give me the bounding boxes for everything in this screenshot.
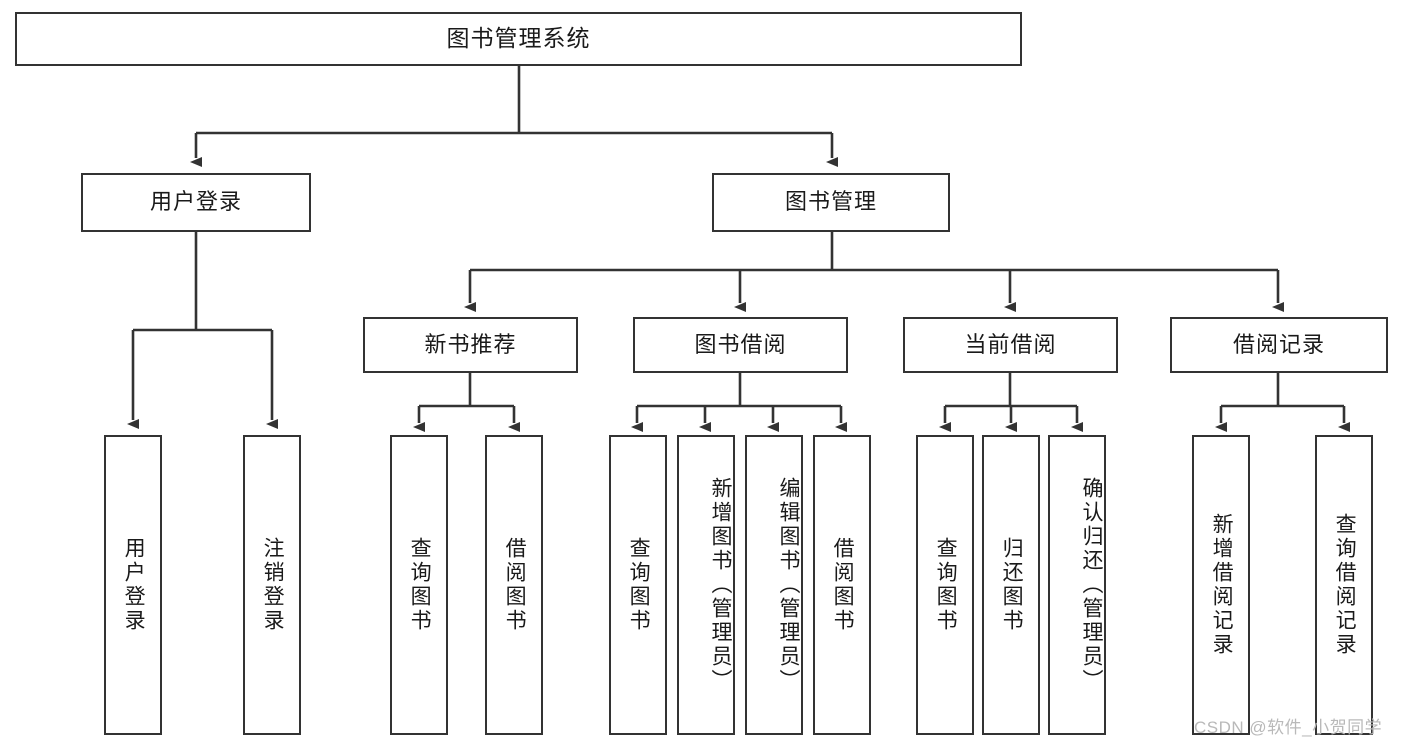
node-new-book-recommend[interactable]: 新书推荐: [363, 317, 578, 373]
node-current-borrow[interactable]: 当前借阅: [903, 317, 1118, 373]
node-label: 借阅图书: [503, 537, 527, 633]
leaf-query-borrow-record[interactable]: 查询借阅记录: [1315, 435, 1373, 735]
node-label: 归还图书: [1000, 537, 1024, 633]
node-label: 图书借阅: [694, 331, 787, 357]
csdn-watermark: CSDN @软件_小贺同学: [1194, 718, 1383, 737]
node-borrow-record[interactable]: 借阅记录: [1170, 317, 1388, 373]
leaf-user-login[interactable]: 用户登录: [104, 435, 162, 735]
leaf-logout[interactable]: 注销登录: [243, 435, 301, 735]
leaf-return-book[interactable]: 归还图书: [982, 435, 1040, 735]
node-label: 查询图书: [627, 537, 651, 633]
leaf-borrow-book[interactable]: 借阅图书: [813, 435, 871, 735]
node-label: 新书推荐: [424, 331, 517, 357]
leaf-query-book-borrow[interactable]: 查询图书: [609, 435, 667, 735]
node-label: 借阅记录: [1232, 331, 1325, 357]
node-label: 借阅图书: [831, 537, 855, 633]
node-root-system[interactable]: 图书管理系统: [15, 12, 1022, 66]
leaf-confirm-return-admin[interactable]: 确认归还（管理员）: [1048, 435, 1106, 735]
node-label: 新增借阅记录: [1210, 513, 1234, 657]
node-label: 查询图书: [934, 537, 958, 633]
node-label: 图书管理系统: [446, 25, 591, 52]
node-label: 查询图书: [408, 537, 432, 633]
node-label: 确认归还（管理员）: [1080, 477, 1103, 693]
node-book-borrow[interactable]: 图书借阅: [633, 317, 848, 373]
node-label: 注销登录: [261, 537, 285, 633]
node-user-login[interactable]: 用户登录: [81, 173, 311, 232]
leaf-add-borrow-record[interactable]: 新增借阅记录: [1192, 435, 1250, 735]
node-label: 用户登录: [149, 189, 242, 215]
node-label: 新增图书（管理员）: [709, 477, 732, 693]
node-label: 编辑图书（管理员）: [777, 477, 800, 693]
node-book-management[interactable]: 图书管理: [712, 173, 950, 232]
leaf-query-book-recommend[interactable]: 查询图书: [390, 435, 448, 735]
node-label: 当前借阅: [964, 331, 1057, 357]
leaf-query-book-current[interactable]: 查询图书: [916, 435, 974, 735]
leaf-edit-book-admin[interactable]: 编辑图书（管理员）: [745, 435, 803, 735]
leaf-add-book-admin[interactable]: 新增图书（管理员）: [677, 435, 735, 735]
leaf-borrow-book-recommend[interactable]: 借阅图书: [485, 435, 543, 735]
node-label: 图书管理: [784, 189, 877, 215]
node-label: 用户登录: [122, 537, 146, 633]
node-label: 查询借阅记录: [1333, 513, 1357, 657]
